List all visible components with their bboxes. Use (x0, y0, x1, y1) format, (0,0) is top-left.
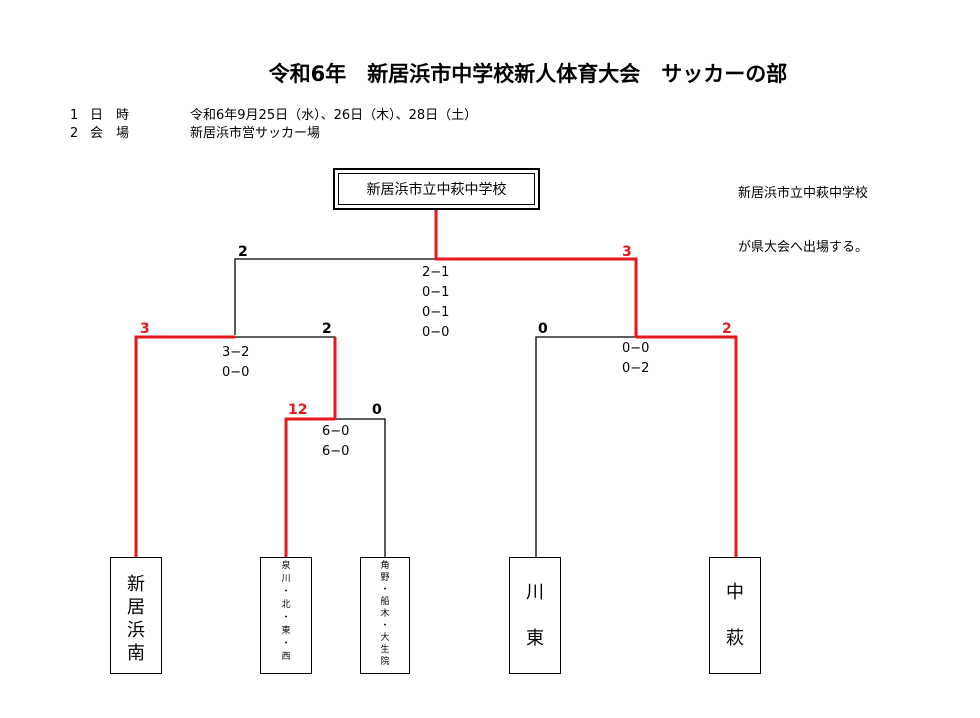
final-detail-2: 0−1 (422, 285, 449, 300)
round1-detail-2: 6−0 (322, 444, 349, 459)
semi-right-detail-1: 0−0 (622, 341, 649, 356)
shinhamaminami-winner-path (134, 335, 235, 557)
champion-box: 新居浜市立中萩中学校 (333, 168, 540, 210)
team-char: 北 (281, 600, 291, 610)
semi-left-detail-1: 3−2 (222, 345, 249, 360)
round1-right-branch (335, 418, 386, 557)
semi-left-right-branch (235, 336, 336, 417)
semi-right-right-score: 2 (722, 321, 732, 337)
team-char: 川 (526, 582, 544, 603)
team-char: 大 (380, 633, 390, 643)
final-detail-3: 0−1 (422, 305, 449, 320)
final-left-score: 2 (238, 244, 248, 260)
team-box-kawahigashi: 川 東 (509, 557, 561, 674)
team-char: 船 (380, 597, 390, 607)
team-box-tsuno-funaki-oiku: 角 野 ・ 船 木 ・ 大 生 院 (360, 557, 410, 674)
info-date-row: 1 日 時 令和6年9月25日（水）、26日（木）、28日（土） (70, 108, 477, 172)
team-char: 浜 (127, 620, 145, 641)
team-box-nakahagi: 中 萩 (709, 557, 761, 674)
nakahagi-winner-path (636, 335, 738, 557)
bracket-lines-red (134, 210, 738, 557)
team-char: ・ (281, 587, 291, 597)
team-char: ・ (380, 621, 390, 631)
info-date-number: 1 (70, 108, 79, 123)
team-box-izumikawa-kita-higashi-nishi: 泉 川 ・ 北 ・ 東 ・ 西 (260, 557, 312, 674)
semi-right-left-branch (535, 336, 636, 557)
team-char: ・ (281, 613, 291, 623)
info-venue-label: 会 場 (90, 126, 130, 141)
final-left-branch (234, 258, 436, 335)
info-venue-row: 2 会 場 新居浜市営サッカー場 (70, 126, 320, 190)
team-char: 東 (526, 628, 544, 649)
semi-right-detail-2: 0−2 (622, 361, 649, 376)
note-line-2: が県大会へ出場する。 (738, 240, 869, 255)
info-date-value: 令和6年9月25日（水）、26日（木）、28日（土） (190, 108, 478, 123)
team-char: 居 (127, 597, 145, 618)
round1-detail-1: 6−0 (322, 424, 349, 439)
team-char: 南 (127, 643, 145, 664)
final-right-score: 3 (622, 244, 632, 260)
team-char: 東 (281, 626, 291, 636)
final-detail-4: 0−0 (422, 325, 449, 340)
team-char: 川 (281, 574, 291, 584)
team-char: ・ (281, 639, 291, 649)
izumikawa-winner-path (284, 417, 335, 557)
team-char: 木 (380, 609, 390, 619)
semi-left-left-score: 3 (140, 321, 150, 337)
round1-right-score: 0 (372, 402, 382, 418)
team-char: 中 (726, 582, 744, 603)
team-char: 新 (127, 574, 145, 595)
qualification-note: 新居浜市立中萩中学校 が県大会へ出場する。 (738, 149, 868, 275)
round1-left-score: 12 (288, 402, 307, 418)
team-char: 泉 (281, 561, 291, 571)
team-char: 生 (380, 645, 390, 655)
semi-right-left-score: 0 (538, 321, 548, 337)
team-char: 野 (380, 573, 390, 583)
final-winner-path (434, 210, 638, 337)
info-venue-number: 2 (70, 126, 79, 141)
team-char: 院 (380, 657, 390, 667)
semi-left-detail-2: 0−0 (222, 365, 249, 380)
team-char: 西 (281, 652, 291, 662)
final-detail-1: 2−1 (422, 265, 449, 280)
team-char: 角 (380, 561, 390, 571)
team-box-shinhamaminami: 新 居 浜 南 (110, 557, 162, 674)
info-date-label: 日 時 (90, 108, 130, 123)
champion-name: 新居浜市立中萩中学校 (338, 173, 535, 205)
semi-left-right-score: 2 (322, 321, 332, 337)
page-title: 令和6年 新居浜市中学校新人体育大会 サッカーの部 (268, 62, 788, 86)
info-venue-value: 新居浜市営サッカー場 (190, 126, 321, 141)
note-line-1: 新居浜市立中萩中学校 (738, 186, 869, 201)
team-char: 萩 (726, 628, 744, 649)
team-char: ・ (380, 585, 390, 595)
